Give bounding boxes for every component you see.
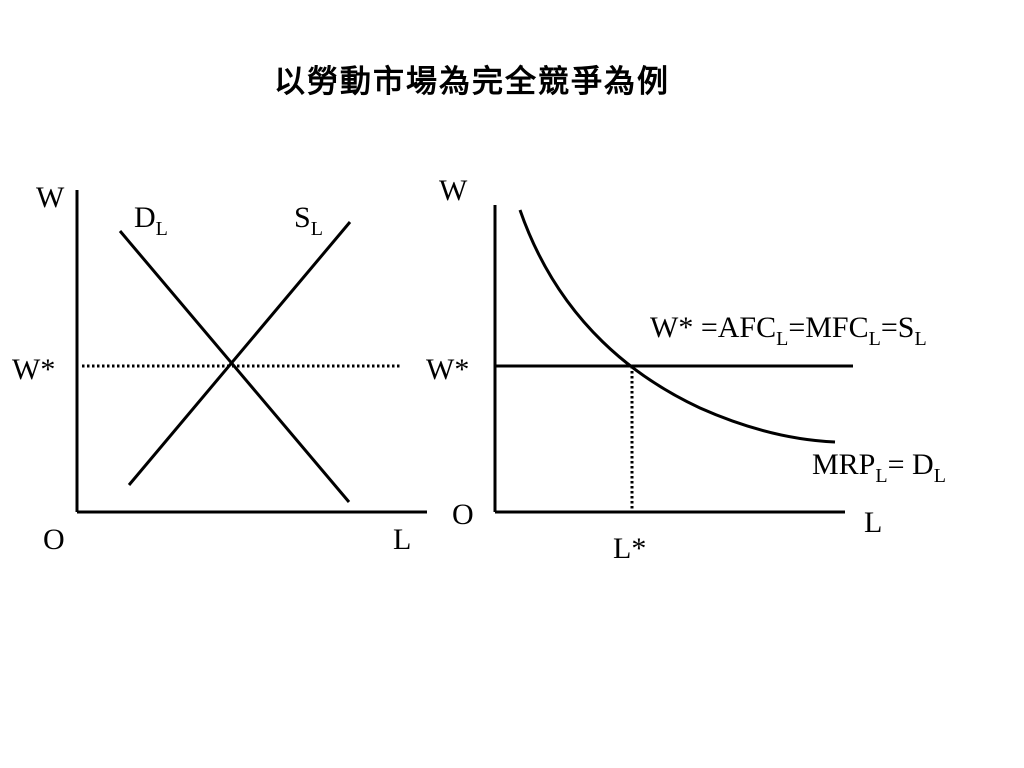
demand-label-part-1: MRP bbox=[812, 448, 875, 481]
demand-label-sub-2: L bbox=[934, 465, 946, 487]
market-demand-label-sub: L bbox=[156, 218, 168, 240]
demand-label-sub-1: L bbox=[875, 465, 887, 487]
demand-label-part-2: = D bbox=[888, 448, 934, 481]
market-supply-label-sub: L bbox=[311, 218, 323, 240]
wage-label-part-1: W* =AFC bbox=[650, 311, 776, 344]
wage-label-sub-1: L bbox=[776, 328, 788, 350]
firm-mrp-demand-curve bbox=[518, 209, 836, 444]
market-demand-label: DL bbox=[134, 201, 168, 240]
firm-equilibrium-wage-label: W* bbox=[426, 353, 469, 386]
market-x-axis-label: L bbox=[393, 523, 411, 556]
firm-equilibrium-quantity-label: L* bbox=[613, 532, 646, 565]
firm-x-axis-label: L bbox=[864, 506, 882, 539]
market-supply-label: SL bbox=[294, 201, 323, 240]
market-equilibrium-wage-label: W* bbox=[12, 353, 55, 386]
firm-origin-label: O bbox=[452, 498, 474, 531]
market-demand-label-main: D bbox=[134, 201, 156, 234]
firm-demand-curve-label: MRPL= DL bbox=[812, 448, 946, 487]
firm-wage-line-label: W* =AFCL=MFCL=SL bbox=[650, 311, 927, 350]
wage-label-sub-3: L bbox=[914, 328, 926, 350]
market-y-axis-label: W bbox=[36, 181, 65, 214]
market-supply-label-main: S bbox=[294, 201, 311, 234]
firm-graph: W L O W* L* W* =AFCL=MFCL=SL MRPL= DL bbox=[426, 174, 946, 565]
market-supply-curve bbox=[127, 221, 352, 486]
market-graph: W L O W* DL SL bbox=[12, 181, 427, 556]
wage-label-sub-2: L bbox=[869, 328, 881, 350]
slide-title: 以勞動市場為完全競爭為例 bbox=[274, 64, 670, 100]
wage-label-part-2: =MFC bbox=[788, 311, 868, 344]
wage-label-part-3: =S bbox=[881, 311, 915, 344]
firm-y-axis-label: W bbox=[439, 174, 468, 207]
market-origin-label: O bbox=[43, 523, 65, 556]
